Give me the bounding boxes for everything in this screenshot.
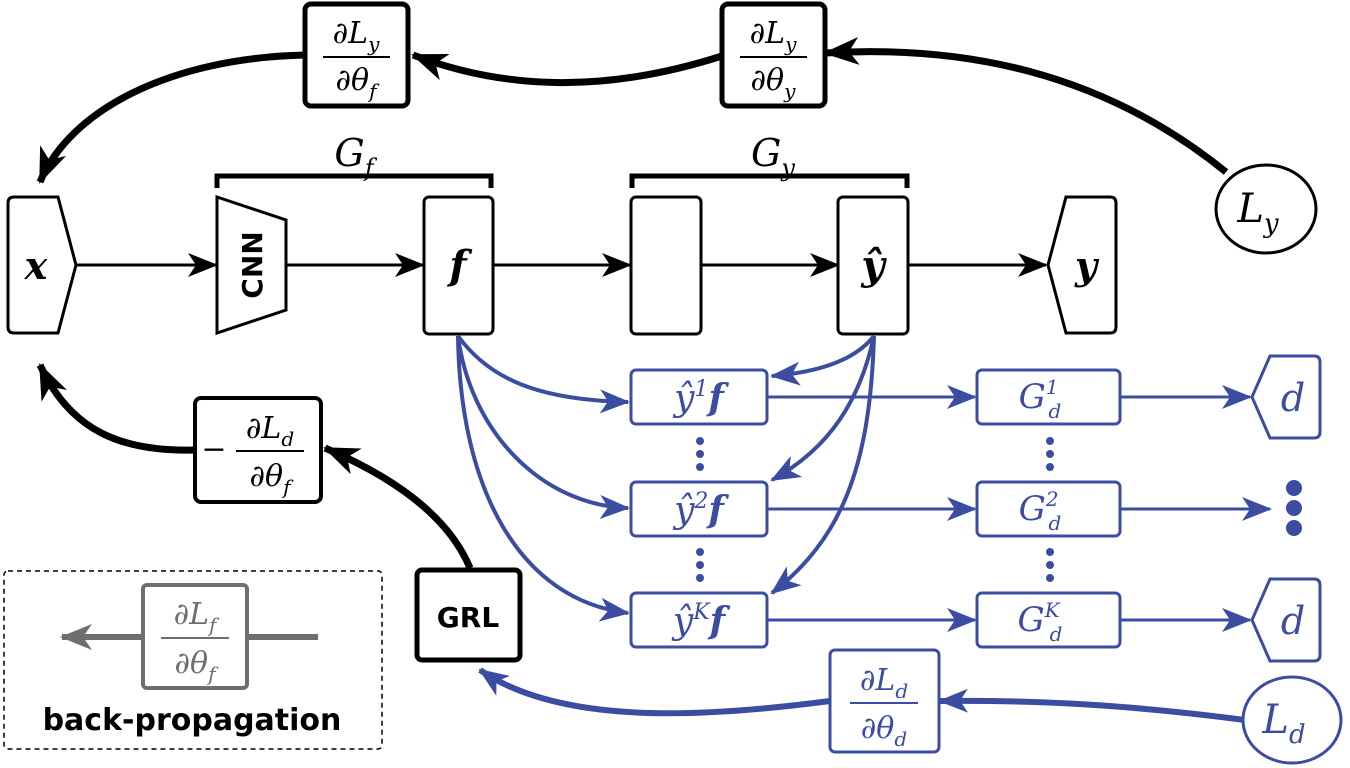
legend-gradient-box: ∂Lf ∂θf xyxy=(141,583,249,690)
feature-f-node: f xyxy=(422,195,495,336)
svg-text:Gy: Gy xyxy=(751,131,795,182)
svg-text:∂Lf: ∂Lf xyxy=(174,597,220,637)
backprop-thetay-to-thetaf-arrow xyxy=(411,51,724,86)
input-x-node: x xyxy=(6,195,78,335)
svg-text:∂Ly: ∂Ly xyxy=(333,16,380,56)
loss-ly-ellipse: Ly xyxy=(1214,163,1318,255)
svg-text:∂θd: ∂θd xyxy=(861,711,907,751)
backprop-grl-to-neg-gradient-arrow xyxy=(323,444,474,570)
svg-text:−: − xyxy=(201,432,226,467)
svg-text:G1d: G1d xyxy=(1019,375,1062,423)
svg-text:Ld: Ld xyxy=(1261,697,1305,750)
svg-text:∂Ld: ∂Ld xyxy=(860,663,908,703)
backprop-thetad-to-grl-arrow xyxy=(478,667,831,717)
label-predictor-block xyxy=(629,195,703,336)
prediction-yhat-node: ŷ xyxy=(836,195,910,336)
gradient-dly-dthetaf-box: ∂Ly ∂θf xyxy=(302,1,411,109)
svg-text:∂θy: ∂θy xyxy=(751,63,797,103)
gy-bracket: Gy xyxy=(629,131,910,188)
cnn-feature-extractor: CNN xyxy=(215,194,288,336)
svg-text:GRL: GRL xyxy=(437,601,500,634)
backprop-ld-to-thetad-arrow xyxy=(938,688,1246,723)
svg-text:CNN: CNN xyxy=(236,231,269,298)
branch-ellipsis-dots xyxy=(696,437,1054,582)
svg-text:∂Ld: ∂Ld xyxy=(246,411,294,451)
svg-text:x: x xyxy=(24,243,49,288)
gradient-neg-dld-dthetaf-box: − ∂Ld ∂θf xyxy=(193,396,323,504)
backprop-neg-gradient-to-x-arrow xyxy=(36,363,196,454)
gradient-reversal-layer: GRL xyxy=(414,567,523,663)
svg-text:Ly: Ly xyxy=(1236,186,1279,239)
svg-text:Gf: Gf xyxy=(334,131,377,182)
gradient-dly-dthetay-box: ∂Ly ∂θy xyxy=(719,1,828,109)
svg-text:d: d xyxy=(1281,376,1305,420)
backprop-thetaf-to-x-arrow xyxy=(36,51,306,184)
label-y-node: y xyxy=(1046,195,1118,335)
backprop-ly-to-thetay-arrow xyxy=(823,37,1229,175)
svg-text:y: y xyxy=(1074,243,1100,288)
gradient-dld-dthetad-box: ∂Ld ∂θd xyxy=(828,648,941,754)
gf-bracket: Gf xyxy=(214,131,494,188)
svg-text:∂Ly: ∂Ly xyxy=(750,16,797,56)
svg-text:d: d xyxy=(1281,599,1305,643)
legend-box: ∂Lf ∂θf back-propagation xyxy=(3,570,383,750)
svg-text:ŷ: ŷ xyxy=(860,242,887,289)
legend-label: back-propagation xyxy=(43,703,342,738)
f-to-branch-arrows xyxy=(456,334,630,622)
svg-text:GKd: GKd xyxy=(1018,598,1063,646)
yhat-to-branch-arrows xyxy=(770,334,876,595)
loss-ld-ellipse: Ld xyxy=(1241,675,1343,765)
svg-text:G2d: G2d xyxy=(1019,487,1062,535)
